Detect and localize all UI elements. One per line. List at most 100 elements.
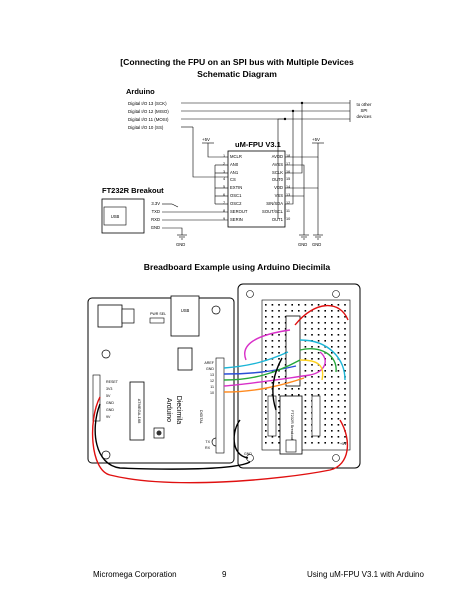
header-label: GND (106, 401, 114, 405)
breadboard-hole (298, 388, 300, 390)
header-label: RESET (106, 380, 119, 384)
header-label: TX (205, 440, 210, 444)
breadboard-hole (311, 388, 313, 390)
breadboard-hole (331, 388, 333, 390)
breadboard-hole (304, 394, 307, 396)
breadboard-hole (304, 358, 307, 360)
breadboard-hole (291, 310, 293, 312)
ft232-pin: GND (151, 225, 160, 230)
breadboard-hole (324, 328, 326, 330)
fpu-left-pin: OSC2 (230, 201, 242, 206)
breadboard-hole (331, 382, 333, 384)
breadboard-hole (311, 358, 313, 360)
breadboard-hole (278, 436, 280, 438)
breadboard-hole (284, 316, 287, 318)
breadboard-hole (265, 310, 267, 312)
arduino-logo-text: Arduino (165, 398, 172, 422)
breadboard-hole (271, 382, 274, 384)
pin-number: 3 (223, 170, 225, 174)
breadboard-hole (317, 382, 320, 384)
breadboard-hole (324, 316, 326, 318)
breadboard-hole (311, 382, 313, 384)
breadboard-hole (324, 346, 326, 348)
ft232-pin: RXD (151, 217, 160, 222)
breadboard-hole (265, 358, 267, 360)
breadboard-hole (265, 340, 267, 342)
breadboard-hole (324, 424, 326, 426)
breadboard-hole (337, 406, 340, 408)
breadboard-hole (317, 322, 320, 324)
breadboard-hole (304, 352, 307, 354)
breadboard-hole (278, 358, 280, 360)
ft232-label: FT232R Breakout (290, 410, 294, 441)
breadboard-hole (304, 310, 307, 312)
wire-ss-cs (192, 127, 228, 178)
breadboard-hole (298, 304, 300, 306)
fpu-left-pin: SEROUT (230, 209, 248, 214)
breadboard-hole (265, 418, 267, 420)
pin-number: 16 (286, 170, 290, 174)
breadboard-hole (331, 406, 333, 408)
breadboard-hole (337, 436, 340, 438)
breadboard-hole (331, 310, 333, 312)
fpu-left-pin: SERIN (230, 217, 243, 222)
breadboard-hole (278, 352, 280, 354)
breadboard-hole (311, 370, 313, 372)
breadboard-hole (271, 316, 274, 318)
breadboard-hole (337, 346, 340, 348)
breadboard-hole (278, 310, 280, 312)
breadboard-hole (331, 346, 333, 348)
breadboard-hole (344, 334, 346, 336)
breadboard-hole (344, 346, 346, 348)
ft232-usb-label: USB (111, 214, 120, 219)
breadboard-hole (311, 346, 313, 348)
breadboard-hole (304, 406, 307, 408)
breadboard-hole (278, 406, 280, 408)
breadboard-hole (317, 394, 320, 396)
breadboard-hole (324, 310, 326, 312)
breadboard-hole (291, 304, 293, 306)
pin-number: 2 (223, 162, 225, 166)
breadboard-hole (317, 340, 320, 342)
breadboard-hole (284, 334, 287, 336)
breadboard-hole (298, 394, 300, 396)
other-spi-label: SPI (360, 108, 367, 113)
breadboard-hole (265, 316, 267, 318)
fpu-left-pin: MCLR (230, 154, 242, 159)
footer-company: Micromega Corporation (93, 570, 177, 579)
breadboard-hole (311, 364, 313, 366)
breadboard-hole (278, 382, 280, 384)
breadboard-hole (271, 364, 274, 366)
breadboard-hole (271, 310, 274, 312)
breadboard-hole (304, 316, 307, 318)
breadboard-hole (271, 436, 274, 438)
breadboard-hole (311, 436, 313, 438)
footer-doc-title: Using uM-FPU V3.1 with Arduino (307, 570, 424, 579)
breadboard-hole (291, 388, 293, 390)
breadboard-hole (311, 394, 313, 396)
other-spi-label: to other (357, 102, 372, 107)
breadboard-hole (337, 424, 340, 426)
breadboard-hole (344, 400, 346, 402)
breadboard-hole (331, 328, 333, 330)
breadboard-hole (278, 370, 280, 372)
breadboard-hole (324, 382, 326, 384)
gnd-label: GND (312, 242, 321, 247)
breadboard-hole (337, 394, 340, 396)
breadboard-hole (344, 328, 346, 330)
header-label: 11 (210, 385, 214, 389)
breadboard-hole (278, 304, 280, 306)
breadboard-hole (331, 334, 333, 336)
breadboard-hole (265, 328, 267, 330)
header-label: GND (106, 408, 114, 412)
breadboard-hole (278, 334, 280, 336)
breadboard-hole (311, 316, 313, 318)
breadboard-hole (278, 430, 280, 432)
breadboard-hole (324, 442, 326, 444)
breadboard-hole (324, 322, 326, 324)
breadboard-hole (284, 358, 287, 360)
breadboard-hole (344, 316, 346, 318)
breadboard-hole (331, 436, 333, 438)
pin-number: 12 (286, 201, 290, 205)
